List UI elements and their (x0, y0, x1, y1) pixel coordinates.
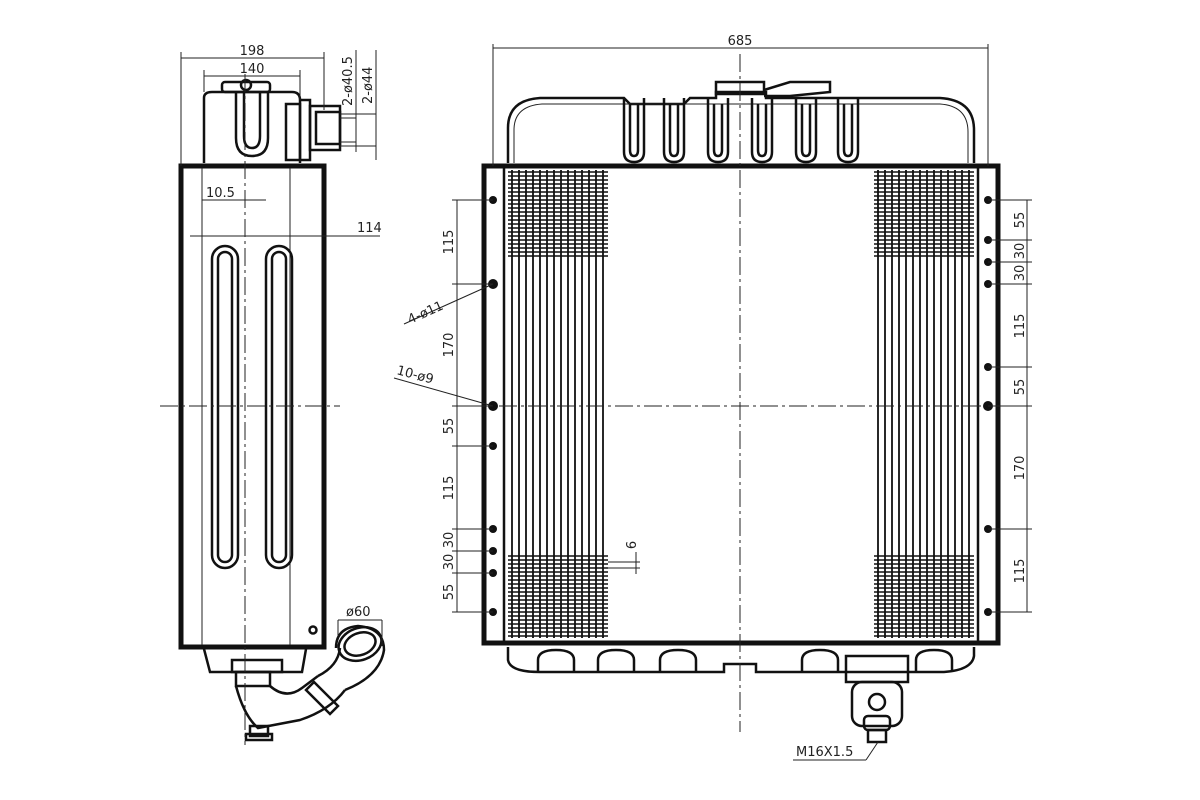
dim-right-115-a: 115 (1013, 314, 1028, 339)
dim-left-115-a: 115 (442, 230, 457, 255)
side-inlet-flange (284, 102, 302, 162)
dim-side-10-5: 10.5 (206, 186, 235, 201)
dim-side-114: 114 (357, 221, 382, 236)
front-bottom-tank (506, 647, 976, 674)
core-fins (508, 171, 974, 637)
top-tank-ribs (622, 98, 860, 164)
dim-right-115-b: 115 (1013, 559, 1028, 584)
filler-cap-loop (234, 92, 270, 158)
front-view: 685 115 170 55 115 30 30 55 (393, 34, 1032, 761)
drain-hole (308, 625, 318, 635)
dim-side-198: 198 (240, 44, 265, 59)
dim-right-55-a: 55 (1013, 212, 1028, 229)
dim-left-30-a: 30 (442, 532, 457, 549)
side-outlet-pipe (234, 624, 386, 742)
dim-outlet-60: ø60 (346, 605, 371, 620)
side-core-frame (178, 163, 327, 650)
front-top-tank (506, 90, 976, 163)
side-inlet-pipe (308, 104, 376, 152)
dim-right-170: 170 (1013, 456, 1028, 481)
dim-left-55-b: 55 (442, 584, 457, 601)
dim-right-55-b: 55 (1013, 379, 1028, 396)
side-slot-left (210, 244, 240, 570)
dim-pipe-44: 2-ø44 (361, 67, 376, 104)
dim-front-685: 685 (728, 34, 753, 49)
dim-left-55-a: 55 (442, 418, 457, 435)
side-slot-right (264, 244, 294, 570)
drain-valve (844, 654, 910, 744)
dim-left-170: 170 (442, 333, 457, 358)
side-dimensions: 198 140 2-ø40.5 2-ø44 10.5 114 ø60 (180, 44, 383, 646)
dim-side-140: 140 (240, 62, 265, 77)
dim-pipe-40-5: 2-ø40.5 (341, 56, 356, 106)
callout-m16-thread: M16X1.5 (796, 745, 853, 760)
callout-4-holes-11: 4-ø11 (406, 299, 446, 328)
dim-left-115-b: 115 (442, 476, 457, 501)
dim-left-30-b: 30 (442, 554, 457, 571)
filler-cap (220, 80, 272, 94)
bottom-tank-ribs (536, 648, 954, 672)
dim-right-30-a: 30 (1013, 243, 1028, 260)
front-dimensions: 685 115 170 55 115 30 30 55 (393, 34, 1032, 761)
dim-fin-gap-6: 6 (625, 541, 640, 549)
side-view: 198 140 2-ø40.5 2-ø44 10.5 114 ø60 (160, 44, 386, 745)
front-core-frame (481, 163, 1001, 646)
dim-right-30-b: 30 (1013, 265, 1028, 282)
